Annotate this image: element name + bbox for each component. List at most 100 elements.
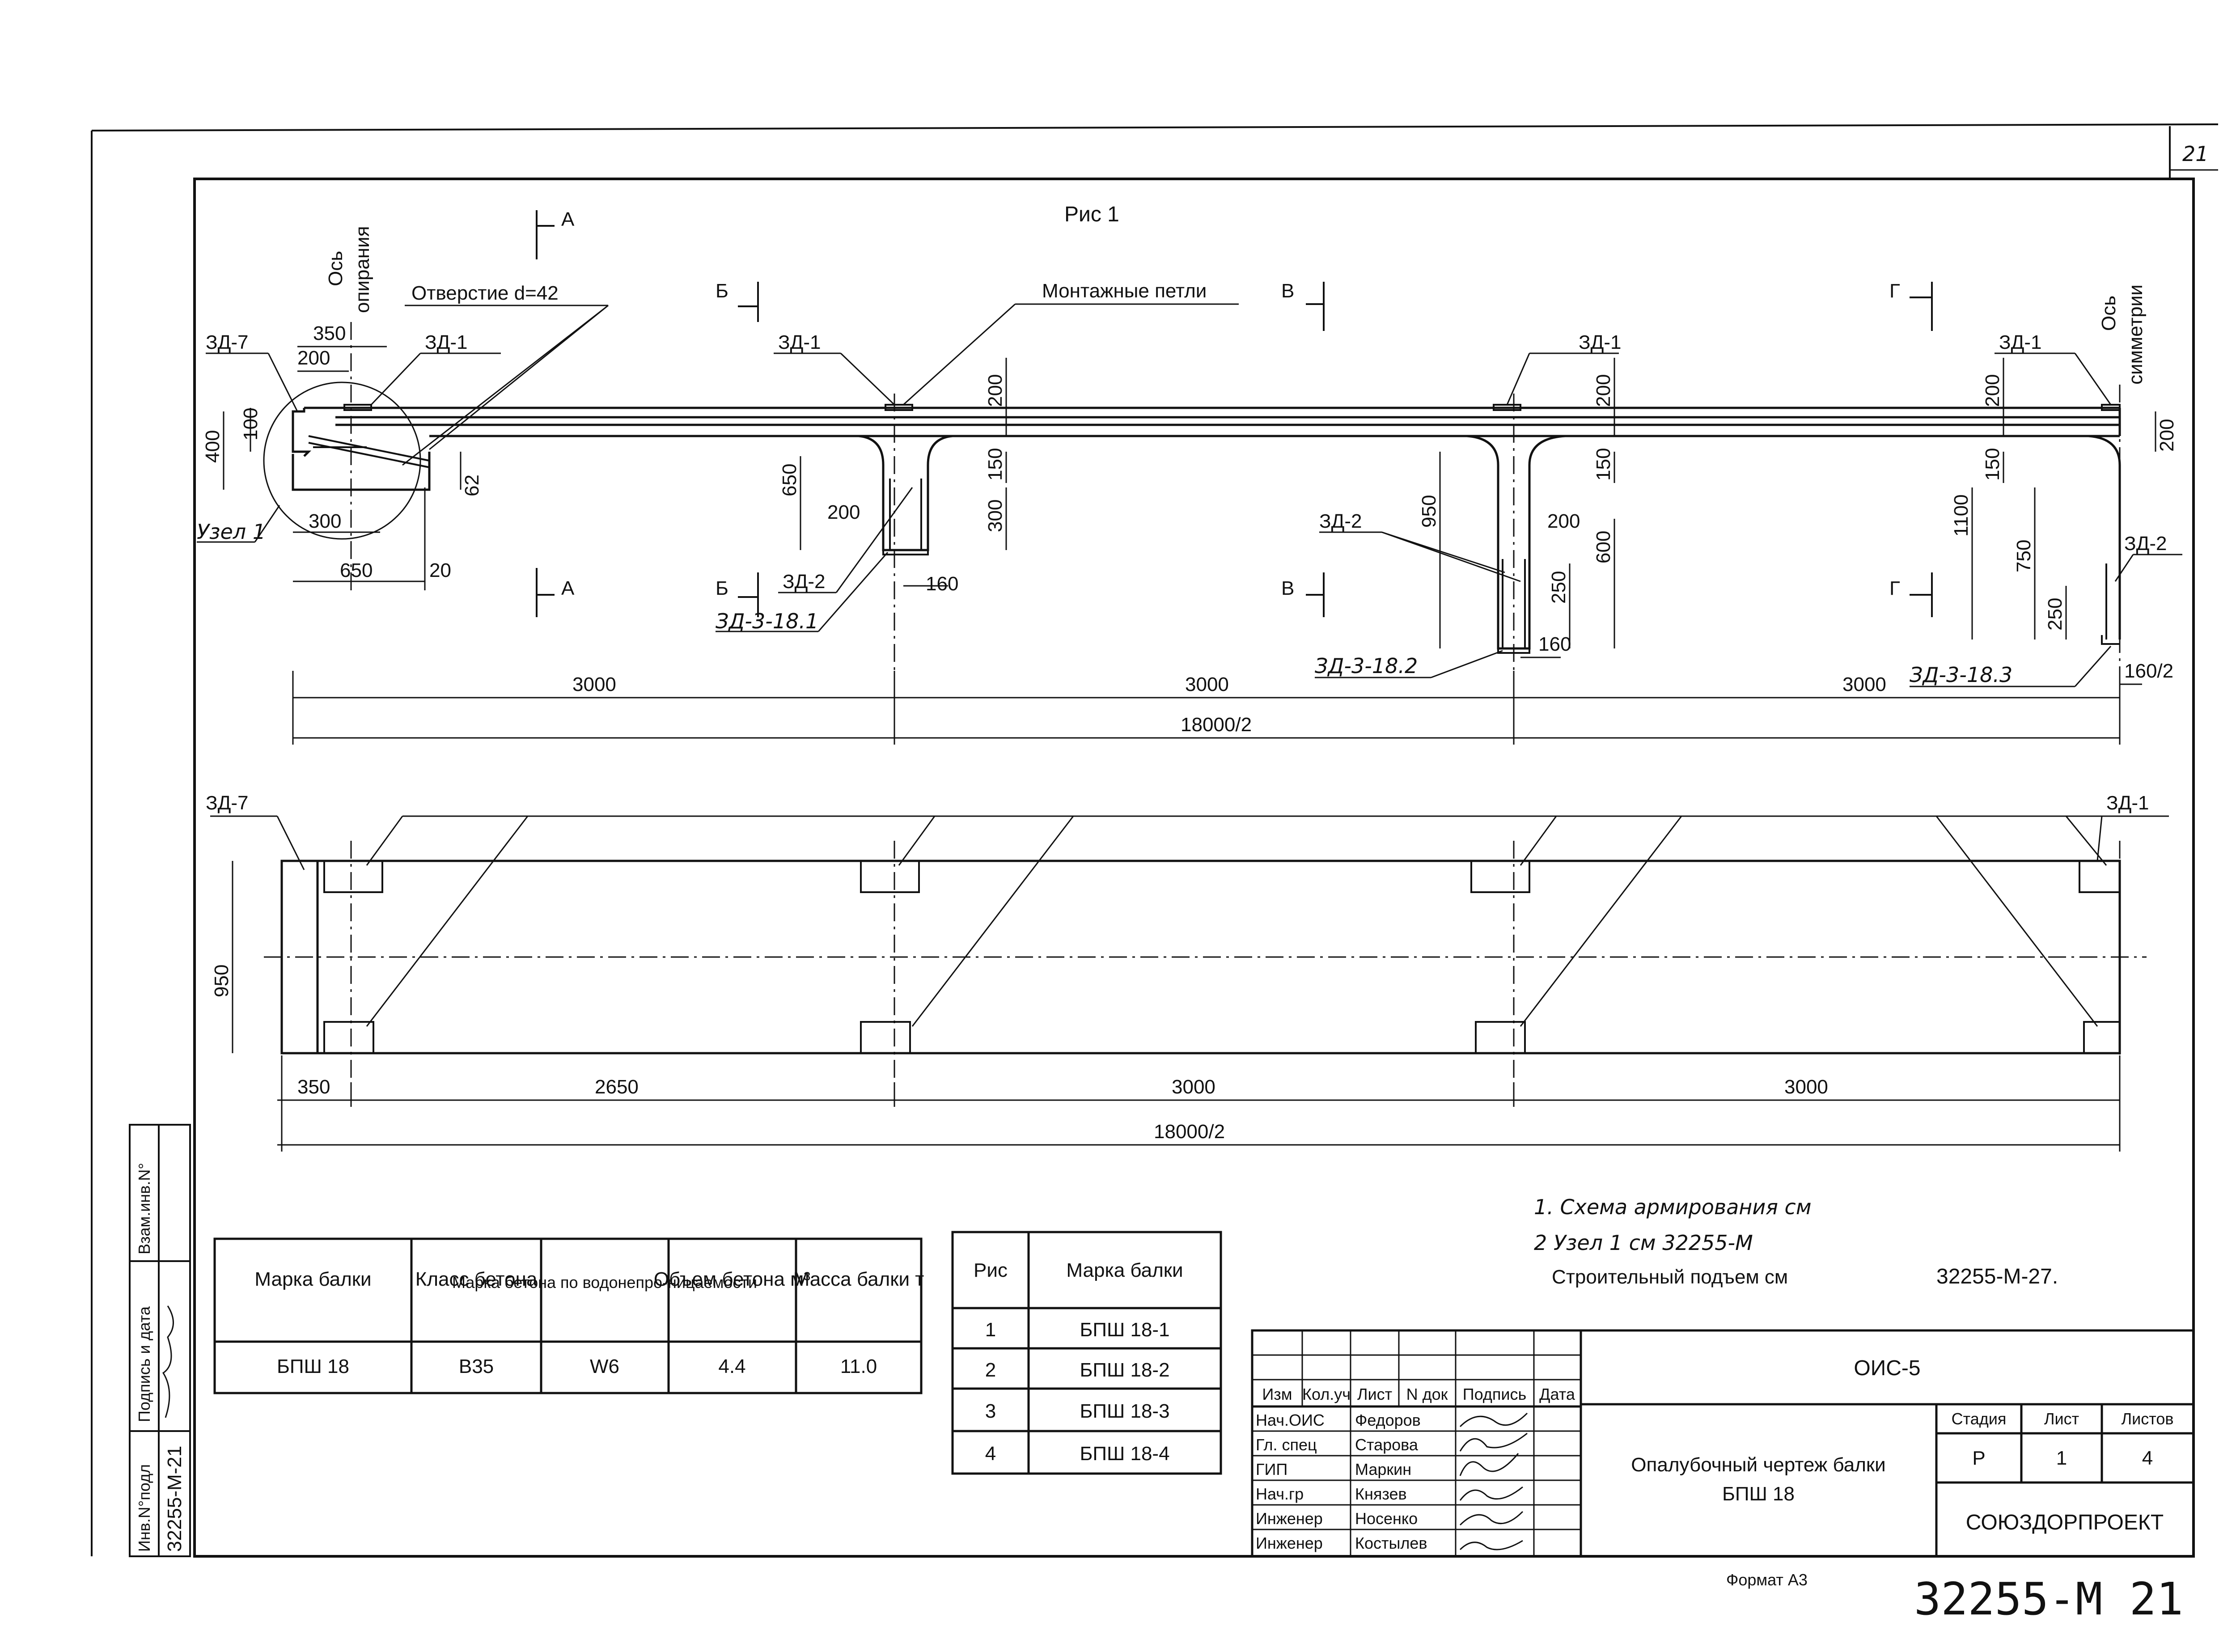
title-block-drawing-title-2: БПШ 18 xyxy=(1722,1483,1795,1505)
embedded-zd7-top: ЗД-7 xyxy=(206,331,249,353)
svg-text:2: 2 xyxy=(985,1359,996,1381)
sheet-number-corner: 21 xyxy=(2182,142,2209,166)
svg-text:Гл. спец: Гл. спец xyxy=(1256,1436,1317,1454)
dim-3000-span3: 3000 xyxy=(1842,674,1886,695)
svg-text:Лист: Лист xyxy=(2044,1410,2079,1428)
section-marks xyxy=(536,210,1933,617)
dim-100: 100 xyxy=(240,408,262,441)
figure-title: Рис 1 xyxy=(1064,203,1119,226)
dim-20: 20 xyxy=(429,559,451,581)
dim-160-rib2: 160 xyxy=(1538,633,1571,655)
svg-text:Инженер: Инженер xyxy=(1256,1509,1323,1528)
bottom-stamp: 32255-М 21 xyxy=(1914,1573,2183,1625)
note-1: 1. Схема армирования см xyxy=(1534,1195,1812,1219)
embedded-zd1-rib2: ЗД-1 xyxy=(1579,331,1622,353)
dim-1100-end: 1100 xyxy=(1950,494,1972,537)
dim-400: 400 xyxy=(202,430,224,463)
spec-table-header: Марка балки Класс бетона Марка бетона по… xyxy=(254,1268,924,1292)
dim-600-rib2: 600 xyxy=(1592,531,1614,563)
plan-dim-3000-a: 3000 xyxy=(1172,1076,1215,1098)
svg-text:Дата: Дата xyxy=(1539,1385,1575,1403)
dim-350: 350 xyxy=(313,322,346,344)
plan-dim-2650: 2650 xyxy=(595,1076,639,1098)
svg-text:Листов: Листов xyxy=(2122,1410,2174,1428)
sheet-frame xyxy=(91,123,2219,1558)
title-block-grid xyxy=(1252,1330,1581,1556)
dim-200-rib2: 200 xyxy=(1592,374,1614,407)
svg-text:4: 4 xyxy=(985,1443,996,1465)
plan-dim-18000: 18000/2 xyxy=(1154,1121,1225,1143)
section-mark-g-top: Г xyxy=(1889,280,1900,302)
format-label: Формат А3 xyxy=(1726,1571,1808,1589)
node-label: Узел 1 xyxy=(197,520,266,544)
svg-text:Кол.уч: Кол.уч xyxy=(1302,1385,1351,1403)
plan-dim-950: 950 xyxy=(211,965,233,997)
dim-200-rib2-radius: 200 xyxy=(1547,510,1580,532)
title-block-head-cols: Изм Кол.уч Лист N док Подпись Дата xyxy=(1262,1385,1575,1403)
svg-text:Марка бетона по водонепро-ница: Марка бетона по водонепро-ницаемости xyxy=(452,1273,757,1292)
dim-300: 300 xyxy=(309,510,341,532)
axis-symmetry-caption: Ось симметрии xyxy=(2098,284,2147,385)
note-3-ref: 32255-М-27. xyxy=(1936,1265,2058,1288)
svg-text:Класс бетона: Класс бетона xyxy=(415,1268,538,1290)
embedded-zd3-2: ЗД-3-18.2 xyxy=(1315,654,1418,678)
dim-950-rib2: 950 xyxy=(1418,495,1440,528)
svg-text:опирания: опирания xyxy=(351,226,373,313)
title-block-drawing-title-1: Опалубочный чертеж балки xyxy=(1631,1454,1885,1476)
left-strip xyxy=(129,1124,191,1557)
dim-160-2-end: 160/2 xyxy=(2124,660,2173,682)
svg-text:БПШ 18-3: БПШ 18-3 xyxy=(1080,1400,1169,1422)
dim-3000-span2: 3000 xyxy=(1185,674,1229,695)
svg-text:БПШ 18-4: БПШ 18-4 xyxy=(1080,1443,1169,1465)
svg-text:Федоров: Федоров xyxy=(1355,1411,1421,1429)
plan-diagonal-leaders xyxy=(366,815,2107,1027)
dim-300-rib1: 300 xyxy=(984,500,1006,532)
svg-text:Масса балки т: Масса балки т xyxy=(793,1268,924,1290)
embedded-zd1-end: ЗД-1 xyxy=(1999,331,2042,353)
dim-650: 650 xyxy=(340,559,373,581)
dim-200-rib1-radius: 200 xyxy=(827,501,860,523)
svg-text:Марка балки: Марка балки xyxy=(254,1268,371,1290)
title-block-stage: Стадия Лист Листов Р 1 4 xyxy=(1952,1410,2174,1469)
svg-text:Лист: Лист xyxy=(1357,1385,1392,1403)
beam-plan xyxy=(280,860,2121,1055)
section-mark-b-top: Б xyxy=(716,280,728,302)
svg-text:Ось: Ось xyxy=(2098,296,2120,331)
svg-text:4.4: 4.4 xyxy=(718,1355,745,1377)
svg-text:Объем бетона м³: Объем бетона м³ xyxy=(654,1268,810,1290)
svg-text:3: 3 xyxy=(985,1400,996,1422)
fig-table xyxy=(951,1231,1222,1475)
leader-lines xyxy=(197,303,2182,870)
dim-200-rib1: 200 xyxy=(984,374,1006,407)
svg-text:Изм: Изм xyxy=(1262,1385,1292,1403)
svg-text:Старова: Старова xyxy=(1355,1436,1419,1454)
plan-dim-350: 350 xyxy=(297,1076,330,1098)
plan-dim-3000-b: 3000 xyxy=(1784,1076,1828,1098)
title-block xyxy=(1251,1329,2195,1558)
hole-label: Отверстие d=42 xyxy=(411,282,559,304)
svg-text:Стадия: Стадия xyxy=(1952,1410,2007,1428)
section-mark-a-top: А xyxy=(561,208,575,230)
svg-text:11.0: 11.0 xyxy=(840,1355,877,1377)
svg-text:Подпись: Подпись xyxy=(1463,1385,1526,1403)
section-mark-a-bottom: А xyxy=(561,577,575,599)
svg-text:ГИП: ГИП xyxy=(1256,1460,1287,1478)
embedded-zd2-rib2: ЗД-2 xyxy=(1319,510,1362,532)
dim-750-end: 750 xyxy=(2013,540,2035,572)
fig-table-header: Рис Марка балки xyxy=(974,1259,1183,1281)
left-strip-sig-date: Подпись и дата xyxy=(135,1306,153,1422)
lifting-loops-label: Монтажные петли xyxy=(1042,280,1207,302)
spec-table xyxy=(213,1237,923,1394)
title-block-org: СОЮЗДОРПРОЕКТ xyxy=(1966,1511,2164,1534)
svg-text:Носенко: Носенко xyxy=(1355,1509,1418,1528)
axis-lines xyxy=(264,322,2147,1105)
svg-text:БПШ 18: БПШ 18 xyxy=(277,1355,349,1377)
beam-elevation xyxy=(292,407,2121,650)
embedded-zd1-rib1: ЗД-1 xyxy=(778,331,821,353)
dimension-lines xyxy=(223,346,2156,745)
axis-support-caption: Ось опирания xyxy=(325,226,373,313)
note-2: 2 Узел 1 см 32255-М xyxy=(1534,1231,1753,1255)
dim-250-end: 250 xyxy=(2044,598,2066,631)
embedded-zd2-end: ЗД-2 xyxy=(2124,533,2167,555)
svg-text:W6: W6 xyxy=(590,1355,619,1377)
